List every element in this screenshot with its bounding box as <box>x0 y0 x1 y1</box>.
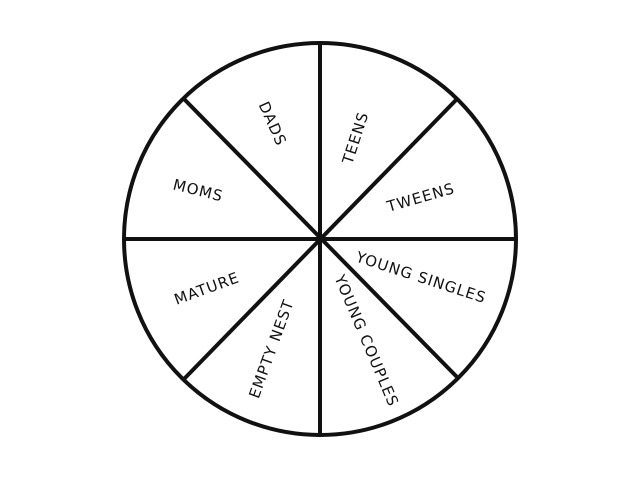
divider-diagonal-b <box>183 98 458 380</box>
wheel-dividers <box>122 41 518 437</box>
